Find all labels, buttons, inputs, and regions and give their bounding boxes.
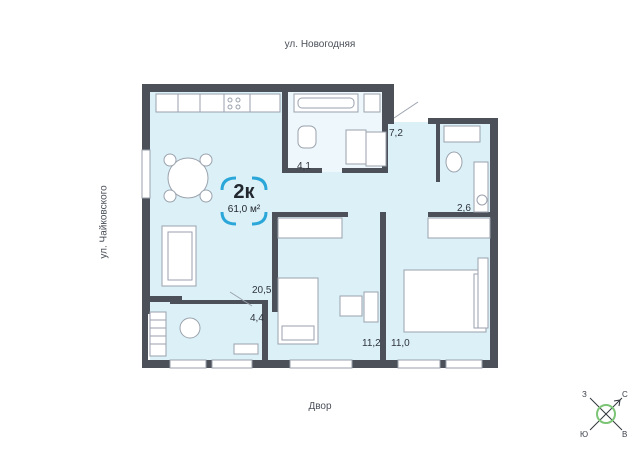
area-wc: 2,6 [457, 203, 471, 214]
bedroom-right-furniture [403, 217, 491, 333]
sofa [161, 225, 197, 287]
area-hallway: 7,2 [389, 128, 403, 139]
compass: З С Ю В [580, 388, 632, 440]
apartment-type: 2к [233, 181, 255, 203]
hallway-wardrobe [365, 101, 419, 167]
dining-table [163, 153, 213, 203]
apartment-total-area: 61,0 м² [227, 204, 261, 215]
compass-south: Ю [580, 430, 589, 439]
apartment-badge: 2к 61,0 м² [216, 176, 272, 224]
compass-north: С [622, 390, 628, 399]
balcony-furniture [149, 291, 259, 357]
area-badge-frame [220, 176, 268, 226]
compass-west: З [582, 390, 587, 399]
area-bathroom: 4,1 [297, 161, 311, 172]
bathroom-fixtures [293, 93, 381, 165]
street-label-left: ул. Чайковского [98, 185, 110, 259]
area-balcony: 4,4 [250, 313, 264, 324]
compass-rose-icon [589, 397, 623, 431]
area-bedroom-right: 11,0 [391, 338, 410, 349]
bedroom-left-furniture [277, 217, 379, 345]
area-kitchen-living: 20,5 [252, 285, 272, 296]
compass-east: В [622, 430, 628, 439]
windows [141, 149, 483, 369]
kitchen-counter [155, 93, 281, 113]
wc-fixtures [443, 125, 489, 213]
street-label-bottom: Двор [308, 401, 332, 412]
area-bedroom-left: 11,2 [362, 338, 381, 349]
street-label-top: ул. Новогодняя [284, 39, 356, 50]
